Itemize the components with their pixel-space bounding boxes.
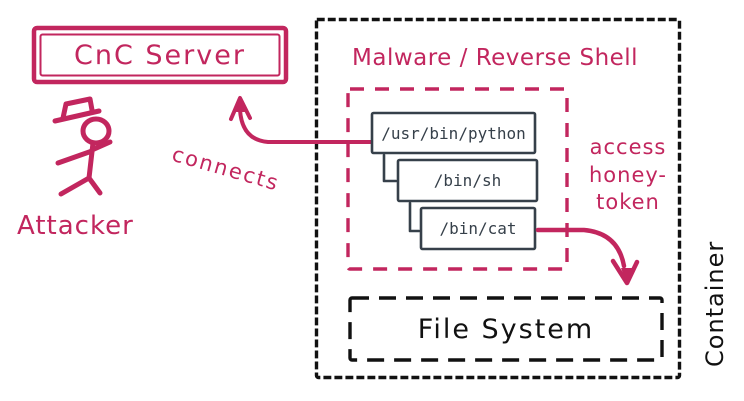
process-label-cat: /bin/cat — [439, 219, 517, 238]
attacker-icon — [52, 96, 113, 197]
process-tree-connectors — [382, 153, 421, 233]
process-label-python: /usr/bin/python — [381, 123, 526, 143]
attacker-label: Attacker — [17, 211, 134, 241]
process-box-cat — [419, 206, 537, 251]
file-system-box — [348, 296, 664, 362]
malware-box — [346, 87, 569, 271]
access-honeytoken-arrow — [535, 227, 640, 286]
malware-shell-label: Malware / Reverse Shell — [352, 45, 639, 71]
container-box — [314, 17, 682, 380]
cnc-server-label: CnC Server — [74, 39, 246, 71]
cnc-server-box — [31, 25, 289, 85]
connects-arrow — [229, 96, 374, 144]
process-label-sh: /bin/sh — [433, 171, 502, 190]
process-box-python — [370, 111, 537, 155]
container-label: Container — [701, 240, 729, 367]
process-box-sh — [396, 158, 539, 203]
access-honeytoken-label: access honey- token — [588, 135, 668, 215]
file-system-label: File System — [417, 313, 595, 345]
